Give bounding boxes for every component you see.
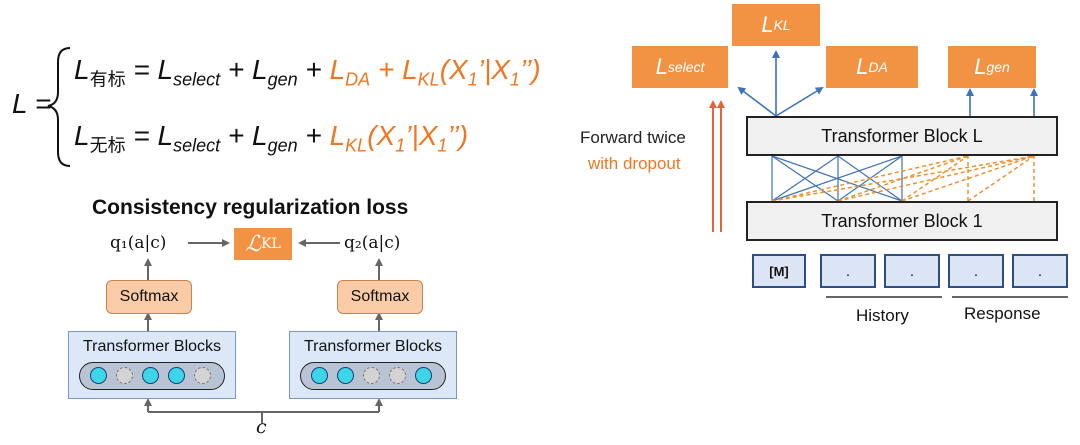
response-label: Response (964, 304, 1041, 323)
token-response-2: . (1012, 254, 1068, 288)
token-dot (337, 367, 354, 384)
token-dot (194, 367, 211, 384)
attention-lines-orange (771, 155, 1035, 202)
transformer-blocks-2-label: Transformer Blocks (303, 338, 443, 355)
transformer-blocks-2: Transformer Blocks (289, 331, 457, 399)
attention-lines-blue (771, 155, 903, 202)
transformer-blocks-1: Transformer Blocks (68, 331, 236, 399)
arrow-to-lselect (737, 86, 777, 117)
token-pill-2 (300, 362, 446, 390)
transformer-block-l: Transformer Block L (746, 116, 1058, 156)
token-history-2: . (884, 254, 940, 288)
transformer-block-1: Transformer Block 1 (746, 201, 1058, 241)
q1-label: q₁(a|c) (110, 233, 167, 253)
token-dot (90, 367, 107, 384)
q2-label: q₂(a|c) (344, 233, 401, 253)
token-dot (116, 367, 133, 384)
token-dot (142, 367, 159, 384)
input-c-label: c (256, 416, 267, 438)
equation-line-unlabeled: L无标 = Lselect + Lgen + LKL(X1’|X1’’) (74, 120, 469, 156)
token-dot (415, 367, 432, 384)
forward-twice-label: Forward twice (580, 128, 686, 147)
softmax-box-1: Softmax (106, 280, 192, 314)
transformer-blocks-1-label: Transformer Blocks (82, 338, 222, 355)
token-history-1: . (820, 254, 876, 288)
token-mask: [M] (752, 254, 806, 288)
equation-line-labeled: L有标 = Lselect + Lgen + LDA + LKL(X1’|X1’… (74, 54, 541, 90)
left-diagram-title: Consistency regularization loss (92, 196, 409, 219)
history-label: History (856, 306, 909, 325)
token-dot (311, 367, 328, 384)
equation-lhs: L = (12, 88, 52, 119)
softmax-box-2: Softmax (337, 280, 423, 314)
token-dot (168, 367, 185, 384)
token-dot (389, 367, 406, 384)
token-response-1: . (948, 254, 1004, 288)
with-dropout-label: with dropout (588, 154, 681, 173)
brace-icon (47, 47, 71, 167)
arrow-to-lda (775, 86, 824, 117)
token-dot (363, 367, 380, 384)
token-pill-1 (79, 362, 225, 390)
